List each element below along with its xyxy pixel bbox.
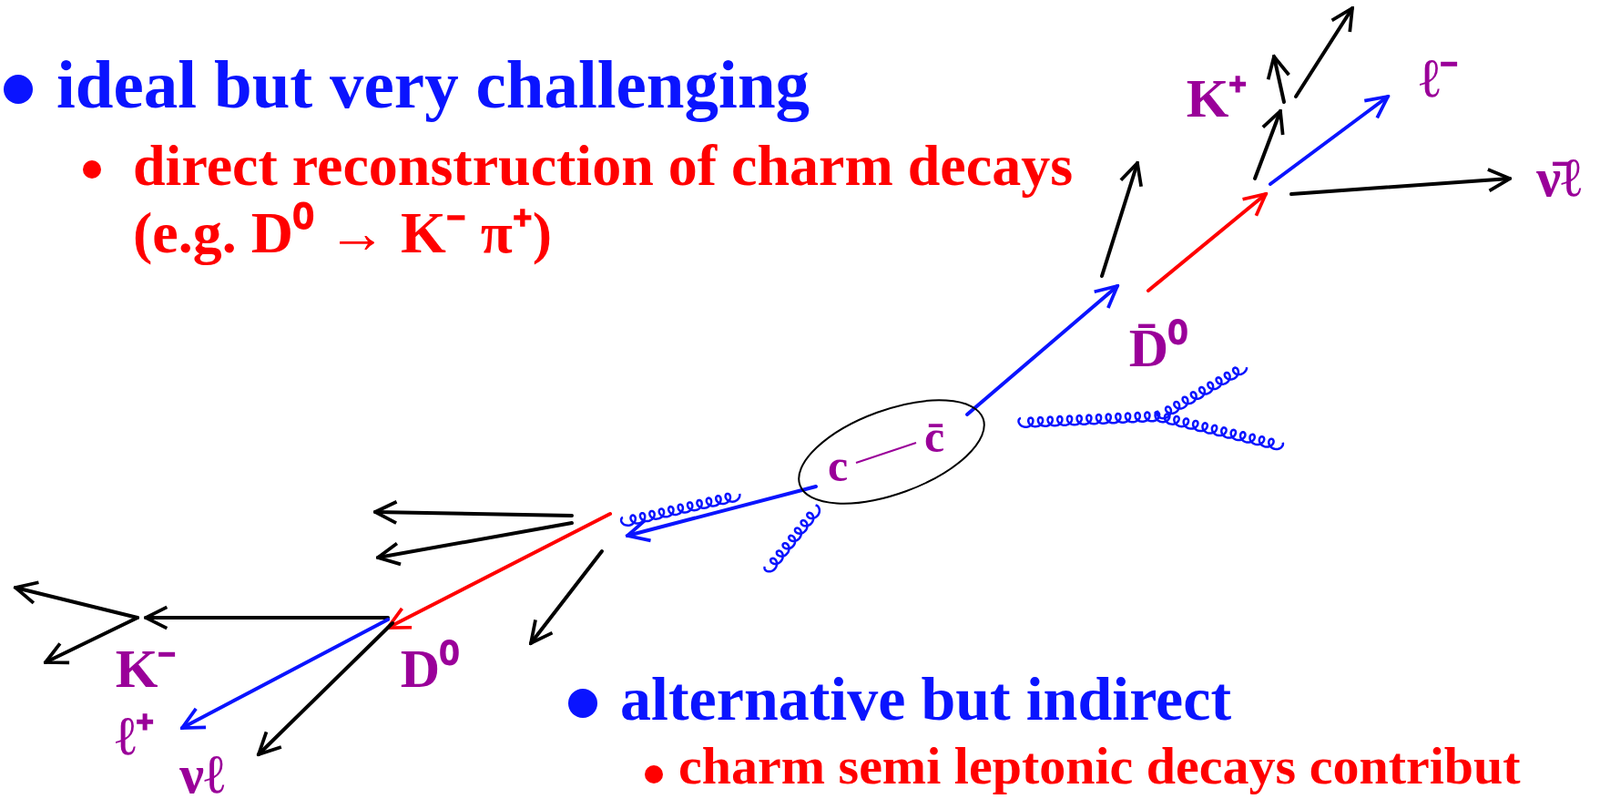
bullet-dot bbox=[82, 160, 102, 179]
gluon-coil bbox=[621, 493, 740, 526]
particle-label: K⁻ bbox=[115, 637, 177, 701]
charm-quark-track bbox=[627, 486, 816, 536]
particle-label: ℓ⁻ bbox=[1419, 47, 1459, 111]
particle-label: D̄⁰ bbox=[1129, 316, 1188, 380]
particle-label: D⁰ bbox=[400, 637, 459, 701]
particle-label: ν̄ℓ bbox=[1536, 146, 1581, 210]
hadron-track bbox=[1273, 56, 1285, 102]
lepton-track bbox=[1270, 96, 1388, 184]
bullet-heading: ideal but very challenging bbox=[56, 45, 810, 124]
bullet-dot bbox=[568, 688, 598, 718]
hadron-track bbox=[375, 511, 572, 516]
gluon-coil bbox=[1155, 411, 1284, 449]
hadron-track bbox=[1295, 8, 1353, 97]
neutrino-track bbox=[258, 622, 393, 755]
charm-quark-track bbox=[967, 285, 1118, 415]
particle-label: νℓ bbox=[179, 743, 225, 806]
ellipse-outline bbox=[790, 398, 993, 505]
bullet-text: direct reconstruction of charm decays (e… bbox=[132, 132, 1108, 266]
bullet-dot bbox=[644, 764, 663, 784]
bullet-dot bbox=[3, 74, 33, 104]
gluon-coil bbox=[764, 505, 820, 572]
neutrino-track bbox=[1291, 178, 1510, 194]
bullet-text: charm semi leptonic decays contribut bbox=[678, 735, 1521, 797]
bullet-heading: alternative but indirect bbox=[620, 662, 1232, 734]
meson-track bbox=[387, 513, 611, 628]
hadron-track bbox=[530, 550, 602, 643]
lepton-track bbox=[182, 619, 388, 728]
gluon-coil bbox=[1019, 411, 1161, 428]
quark-label: c bbox=[827, 439, 848, 493]
hadron-track bbox=[1101, 163, 1138, 276]
quark-label: c̄ bbox=[924, 410, 945, 464]
hadron-track bbox=[15, 587, 138, 618]
particle-label: ℓ⁺ bbox=[115, 704, 155, 768]
quark-pair-ellipse: c c̄ bbox=[790, 398, 993, 505]
kaon-track bbox=[1254, 111, 1281, 179]
meson-track bbox=[1148, 193, 1266, 291]
kaon-track bbox=[145, 615, 388, 620]
particle-label: K⁺ bbox=[1186, 67, 1248, 131]
hadron-track bbox=[377, 522, 572, 558]
